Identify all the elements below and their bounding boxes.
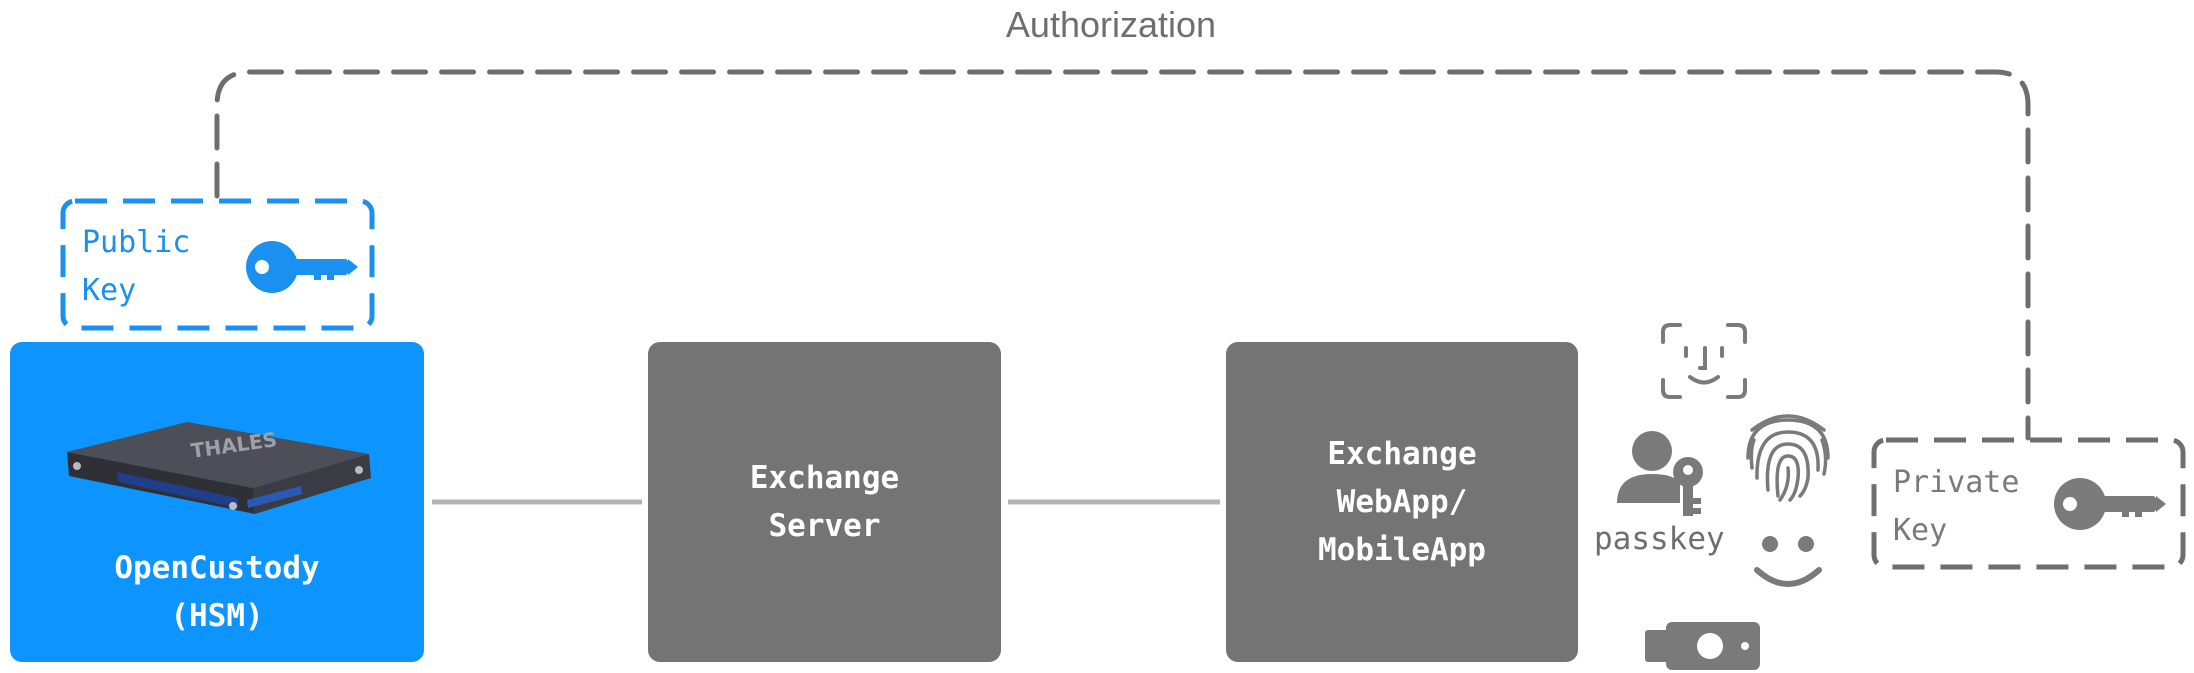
authorization-label: Authorization (1005, 4, 1217, 45)
face-id-icon (1661, 323, 1747, 399)
webapp-label-line: Exchange (1327, 436, 1477, 472)
webapp-label-line: WebApp/ (1336, 484, 1468, 520)
webapp-label-line: MobileApp (1318, 532, 1486, 568)
smiley-face-icon (1754, 536, 1822, 587)
opencustody-hsm-node: THALES OpenCustody (HSM) (10, 342, 424, 662)
exchange-server-node: Exchange Server (648, 342, 1001, 662)
server-label-line: Server (768, 508, 881, 544)
hsm-device-image: THALES (67, 422, 371, 514)
private-key-label: Private Key (1893, 459, 2019, 555)
public-key-icon (246, 241, 358, 293)
fingerprint-icon (1746, 414, 1830, 502)
passkey-label: passkey (1594, 521, 1725, 557)
hsm-label-line: (HSM) (170, 598, 264, 634)
private-key-box (1871, 437, 2186, 570)
private-key-label-line: Key (1893, 513, 1948, 548)
public-key-label-line: Public (82, 225, 191, 260)
public-key-label-line: Key (82, 273, 137, 308)
private-key-label-line: Private (1893, 465, 2020, 500)
exchange-webapp-node: Exchange WebApp/ MobileApp (1226, 342, 1578, 662)
server-label: Exchange Server (750, 454, 899, 550)
hsm-label: OpenCustody (HSM) (114, 544, 319, 640)
authorization-path (214, 69, 2031, 441)
usb-security-key-icon (1645, 622, 1760, 670)
public-key-label: Public Key (82, 219, 190, 315)
webapp-label: Exchange WebApp/ MobileApp (1318, 430, 1486, 574)
private-key-icon (2054, 478, 2166, 530)
hsm-label-line: OpenCustody (114, 550, 320, 586)
public-key-box (60, 198, 375, 331)
user-key-icon (1617, 431, 1703, 516)
server-label-line: Exchange (749, 460, 900, 496)
